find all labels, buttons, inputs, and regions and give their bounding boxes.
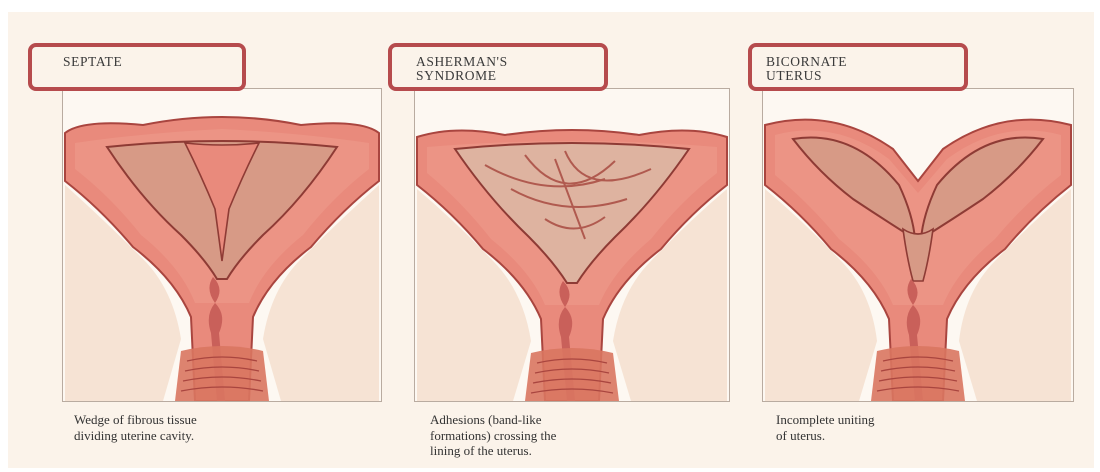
septate-illustration [62,88,382,402]
ashermans-caption: Adhesions (band-like formations) crossin… [430,412,556,459]
septate-title: SEPTATE [63,55,122,69]
ashermans-title: ASHERMAN'S SYNDROME [416,55,508,83]
bicornate-illustration [762,88,1074,402]
septate-title-highlight [28,43,246,91]
septate-caption: Wedge of fibrous tissue dividing uterine… [74,412,197,443]
bicornate-caption: Incomplete uniting of uterus. [776,412,875,443]
ashermans-illustration [414,88,730,402]
bicornate-title: BICORNATE UTERUS [766,55,847,83]
